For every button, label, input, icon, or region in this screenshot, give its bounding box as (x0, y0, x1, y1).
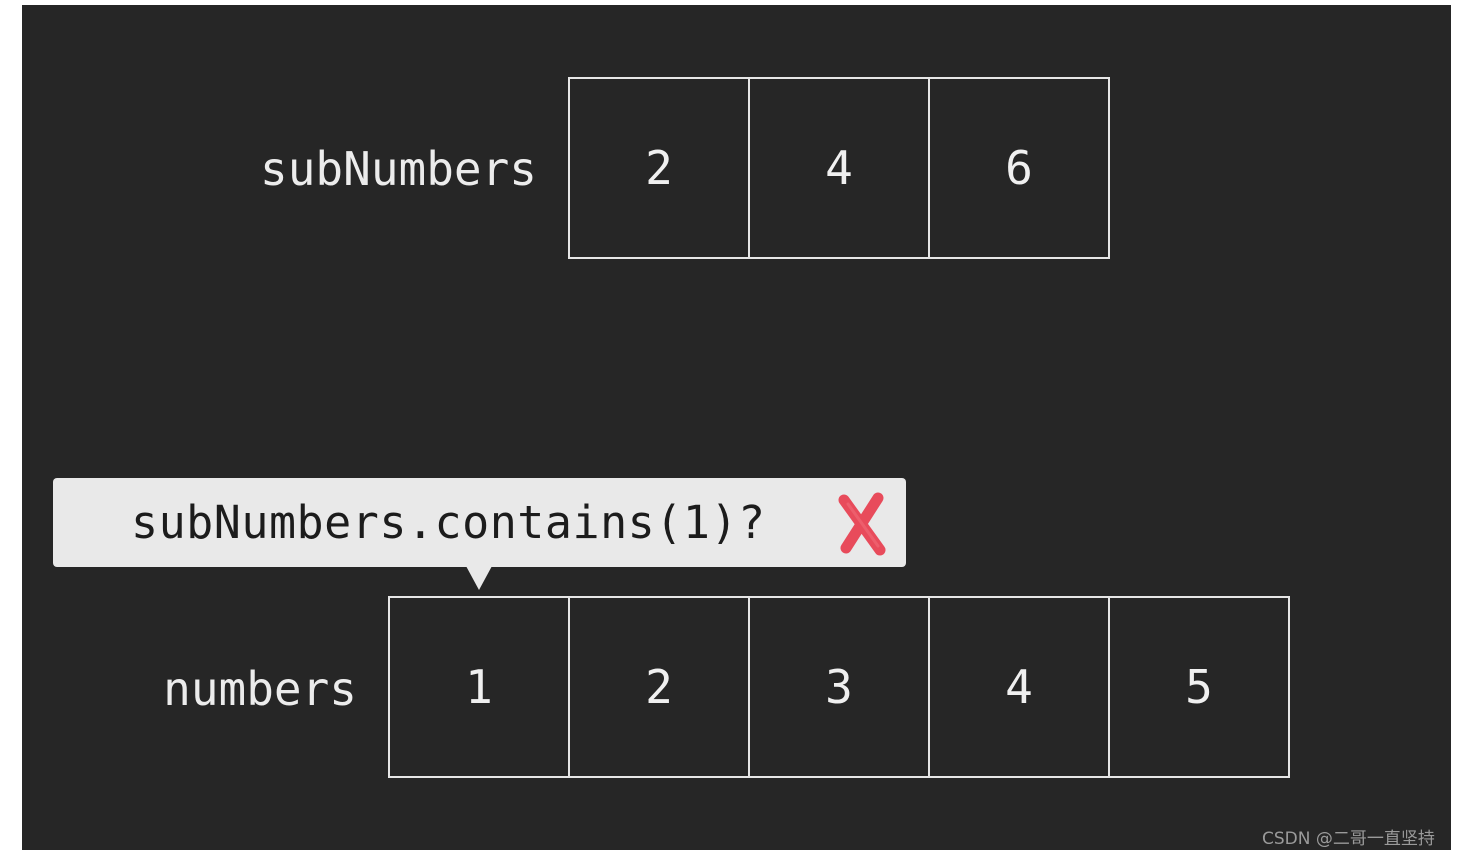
num-array-cell: 1 (390, 598, 570, 776)
diagram-canvas: subNumbers 2 4 6 subNumbers.contains(1)?… (22, 5, 1451, 850)
num-array-cell: 2 (570, 598, 750, 776)
num-array-label: numbers (163, 662, 357, 716)
red-cross-icon (838, 492, 886, 556)
sub-array-cell: 6 (1005, 141, 1033, 195)
num-array-cell: 5 (1185, 660, 1213, 714)
callout-pointer (466, 566, 492, 590)
num-array-cell: 3 (750, 598, 930, 776)
sub-array-cell: 2 (570, 79, 750, 257)
contains-callout: subNumbers.contains(1)? (53, 478, 906, 567)
callout-text: subNumbers.contains(1)? (131, 496, 766, 549)
watermark: CSDN @二哥一直坚持 (1262, 829, 1435, 849)
num-array-cell: 4 (930, 598, 1110, 776)
sub-array-label: subNumbers (260, 142, 537, 196)
num-array: 1 2 3 4 5 (388, 596, 1290, 778)
sub-array: 2 4 6 (568, 77, 1110, 259)
sub-array-cell: 4 (750, 79, 930, 257)
